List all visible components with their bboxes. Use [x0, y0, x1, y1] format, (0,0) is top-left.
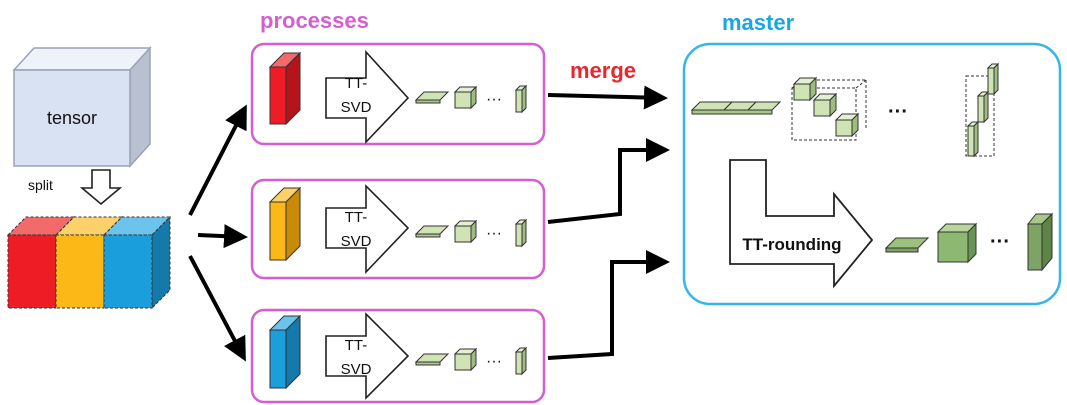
tt-svd-label-2-svd: SVD [341, 233, 372, 250]
arrow-split-to-p3 [188, 255, 246, 362]
arrow-split-to-p2 [197, 224, 248, 249]
merged-middle-cores [791, 76, 867, 141]
tt-svd-label-3-prefix: TT- [345, 337, 368, 354]
split-label: split [28, 177, 53, 193]
process-3-block [268, 314, 302, 390]
arrow-p1-to-master [547, 85, 668, 110]
process-1-cores: ··· [414, 84, 528, 114]
merged-last-cores [965, 62, 1000, 158]
tt-svd-label-1-svd: SVD [341, 99, 372, 116]
process-1-ellipsis: ··· [486, 91, 502, 108]
tt-svd-label-3-svd: SVD [341, 361, 372, 378]
process-2-block [268, 186, 302, 262]
master-title: master [722, 10, 795, 35]
process-3-cores: ··· [414, 346, 528, 376]
merged-first-cores [690, 101, 782, 115]
arrow-split-to-p1 [188, 104, 247, 216]
tt-svd-label-1-prefix: TT- [345, 75, 368, 92]
tt-svd-arrow-2 [325, 184, 410, 274]
arrow-p2-to-master [547, 138, 670, 224]
master-top-ellipsis: ··· [888, 101, 908, 123]
process-2-cores: ··· [414, 218, 528, 248]
merge-label: merge [570, 58, 636, 83]
master-bottom-ellipsis: ··· [990, 231, 1010, 253]
rounded-cores: ··· [884, 212, 1054, 272]
tt-rounding-arrow [729, 159, 874, 289]
process-box-1: TT- SVD ··· [250, 42, 546, 146]
tt-svd-label-2-prefix: TT- [345, 209, 368, 226]
process-2-ellipsis: ··· [486, 225, 502, 242]
tensor-block [12, 46, 152, 168]
arrow-p3-to-master [547, 250, 670, 360]
tt-rounding-label: TT-rounding [742, 235, 841, 254]
tt-svd-arrow-3 [325, 312, 410, 400]
split-arrow-icon [79, 169, 123, 206]
process-box-2: TT- SVD ··· [250, 178, 546, 280]
tensor-label: tensor [47, 108, 97, 128]
process-3-ellipsis: ··· [486, 353, 502, 370]
tt-svd-arrow-1 [325, 49, 410, 144]
process-box-3: TT- SVD ··· [250, 308, 546, 404]
processes-title: processes [260, 8, 369, 33]
split-blocks [6, 215, 172, 310]
process-1-block [268, 51, 302, 126]
split-block-blue [102, 215, 172, 310]
